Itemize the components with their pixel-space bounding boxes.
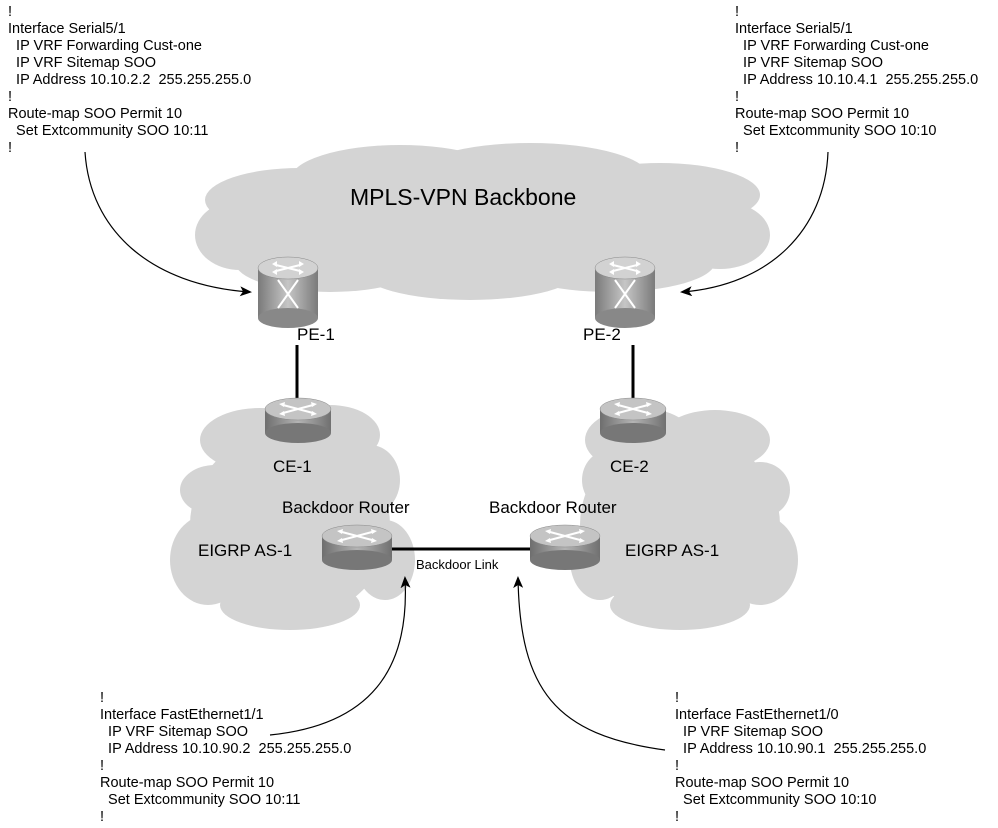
config-line: !	[675, 758, 679, 774]
pe2-router-icon	[594, 256, 656, 328]
config-line: Interface FastEthernet1/0	[675, 707, 839, 723]
pe1-label: PE-1	[297, 325, 335, 344]
config-line: !	[8, 89, 12, 105]
config-line: !	[675, 690, 679, 706]
backdoor-left-callout-arrow	[269, 576, 411, 736]
config-line: Interface FastEthernet1/1	[100, 707, 264, 723]
config-line: !	[675, 809, 679, 825]
backdoor-left-config-block: ! Interface FastEthernet1/1 IP VRF Sitem…	[100, 690, 351, 825]
config-line: IP VRF Forwarding Cust-one	[735, 38, 929, 54]
config-line: Set Extcommunity SOO 10:10	[675, 792, 876, 808]
ce2-label: CE-2	[610, 457, 649, 476]
pe1-router-icon	[257, 256, 319, 328]
ce1-label: CE-1	[273, 457, 312, 476]
backdoor-left-router-icon	[321, 524, 393, 570]
config-line: Set Extcommunity SOO 10:11	[8, 123, 208, 139]
backdoor-link-label: Backdoor Link	[416, 557, 499, 572]
mpls-backbone-cloud	[195, 143, 770, 300]
ce1-router-icon	[264, 397, 332, 443]
config-line: IP VRF Forwarding Cust-one	[8, 38, 202, 54]
ce2-router-icon	[599, 397, 667, 443]
config-line: Route-map SOO Permit 10	[675, 775, 849, 791]
config-line: !	[100, 758, 104, 774]
config-line: !	[100, 809, 104, 825]
backdoor-left-label: Backdoor Router	[282, 498, 410, 517]
config-line: !	[8, 140, 12, 156]
pe2-callout-arrow	[680, 151, 829, 297]
right-site-cloud	[570, 408, 798, 630]
config-line: !	[735, 89, 739, 105]
config-line: IP Address 10.10.90.2 255.255.255.0	[100, 741, 351, 757]
pe1-callout-arrow	[84, 151, 252, 297]
config-line: Route-map SOO Permit 10	[8, 106, 182, 122]
backbone-label: MPLS-VPN Backbone	[350, 184, 576, 210]
config-line: Interface Serial5/1	[735, 21, 853, 37]
config-line: IP VRF Sitemap SOO	[675, 724, 823, 740]
config-line: IP Address 10.10.90.1 255.255.255.0	[675, 741, 926, 757]
config-line: IP VRF Sitemap SOO	[735, 55, 883, 71]
config-line: IP VRF Sitemap SOO	[100, 724, 248, 740]
config-line: !	[735, 140, 739, 156]
backdoor-right-router-icon	[529, 524, 601, 570]
callout-arrows	[84, 151, 829, 751]
pe1-config-block: ! Interface Serial5/1 IP VRF Forwarding …	[8, 4, 251, 156]
config-line: Set Extcommunity SOO 10:10	[735, 123, 936, 139]
left-site-cloud	[170, 405, 415, 630]
config-line: Interface Serial5/1	[8, 21, 126, 37]
config-line: IP Address 10.10.2.2 255.255.255.0	[8, 72, 251, 88]
config-line: !	[100, 690, 104, 706]
config-line: IP Address 10.10.4.1 255.255.255.0	[735, 72, 978, 88]
backdoor-right-label: Backdoor Router	[489, 498, 617, 517]
config-line: Set Extcommunity SOO 10:11	[100, 792, 300, 808]
config-line: IP VRF Sitemap SOO	[8, 55, 156, 71]
config-line: Route-map SOO Permit 10	[735, 106, 909, 122]
config-line: !	[8, 4, 12, 20]
backdoor-right-config-block: ! Interface FastEthernet1/0 IP VRF Sitem…	[675, 690, 926, 825]
site-left-label: EIGRP AS-1	[198, 541, 292, 560]
pe2-config-block: ! Interface Serial5/1 IP VRF Forwarding …	[735, 4, 978, 156]
config-line: Route-map SOO Permit 10	[100, 775, 274, 791]
site-right-label: EIGRP AS-1	[625, 541, 719, 560]
backdoor-right-callout-arrow	[513, 576, 666, 751]
pe2-label: PE-2	[583, 325, 621, 344]
links	[295, 345, 635, 551]
config-line: !	[735, 4, 739, 20]
